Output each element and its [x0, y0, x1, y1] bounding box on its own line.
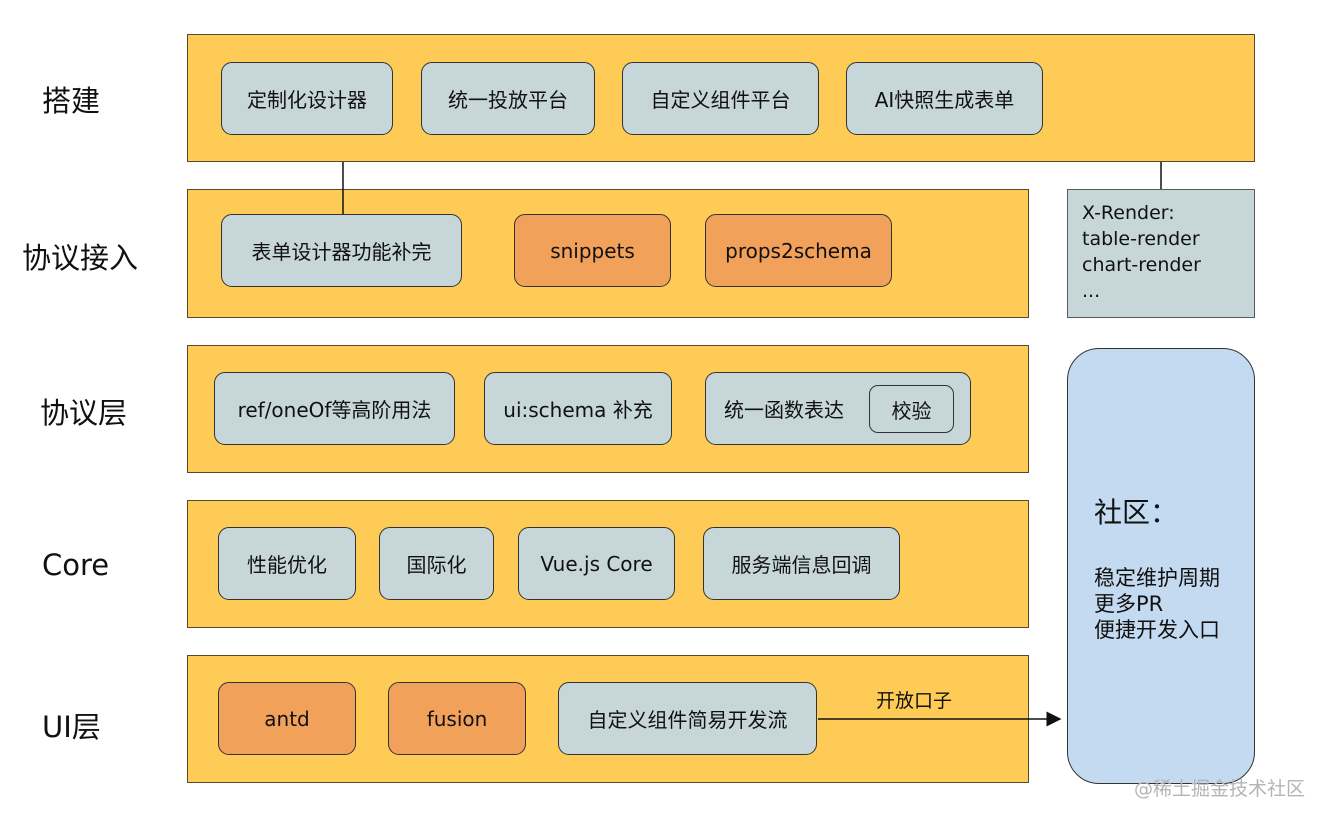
box-antd[interactable]: antd: [218, 682, 356, 755]
community-line: 稳定维护周期: [1094, 566, 1220, 590]
box-ref-oneof[interactable]: ref/oneOf等高阶用法: [214, 372, 455, 445]
layer-label-protocol-access: 协议接入: [22, 241, 139, 275]
box-custom-component-flow[interactable]: 自定义组件简易开发流: [558, 682, 817, 755]
xrender-panel: X-Render: table-render chart-render ...: [1067, 189, 1255, 318]
box-unified-delivery[interactable]: 统一投放平台: [421, 62, 595, 135]
watermark: @稀土掘金技术社区: [1134, 778, 1306, 800]
box-ui-schema[interactable]: ui:schema 补充: [484, 372, 672, 445]
box-ai-snapshot-form[interactable]: AI快照生成表单: [846, 62, 1043, 135]
box-props2schema[interactable]: props2schema: [705, 214, 892, 287]
box-unified-function-label: 统一函数表达: [724, 398, 844, 422]
box-validation[interactable]: 校验: [869, 385, 954, 433]
box-i18n[interactable]: 国际化: [379, 527, 494, 600]
box-performance[interactable]: 性能优化: [218, 527, 356, 600]
community-line: 便捷开发入口: [1094, 618, 1220, 642]
box-server-callback[interactable]: 服务端信息回调: [703, 527, 900, 600]
layer-label-build: 搭建: [42, 84, 101, 118]
xrender-line: chart-render: [1082, 254, 1201, 276]
xrender-line: table-render: [1082, 228, 1200, 250]
layer-label-ui: UI层: [42, 710, 101, 744]
box-fusion[interactable]: fusion: [388, 682, 526, 755]
box-vue-core[interactable]: Vue.js Core: [518, 527, 675, 600]
box-snippets[interactable]: snippets: [514, 214, 671, 287]
xrender-line: X-Render:: [1082, 202, 1175, 224]
community-title: 社区：: [1094, 496, 1179, 529]
box-custom-component-platform[interactable]: 自定义组件平台: [622, 62, 819, 135]
box-custom-designer[interactable]: 定制化设计器: [221, 62, 393, 135]
community-panel: 社区： 稳定维护周期 更多PR 便捷开发入口: [1067, 348, 1255, 784]
community-lines: 稳定维护周期 更多PR 便捷开发入口: [1094, 565, 1220, 643]
xrender-line: ...: [1082, 280, 1101, 302]
community-line: 更多PR: [1094, 592, 1164, 616]
layer-label-core: Core: [42, 548, 110, 582]
box-form-designer-complete[interactable]: 表单设计器功能补完: [221, 214, 462, 287]
annotation-open-entry: 开放口子: [876, 690, 953, 712]
layer-label-protocol: 协议层: [40, 396, 128, 430]
